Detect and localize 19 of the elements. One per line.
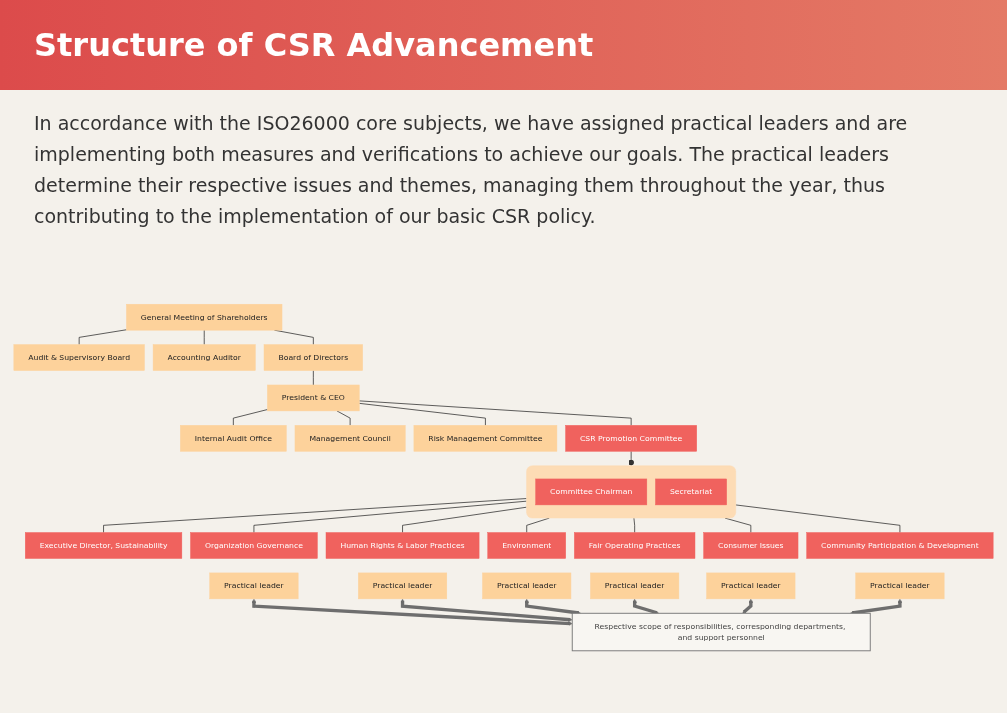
cluster xyxy=(526,465,736,519)
connector xyxy=(253,500,527,533)
connector xyxy=(103,498,527,533)
intro-paragraph: In accordance with the ISO26000 core subjects, we have assigned practical leaders and are implementing both measures and verifications to achieve our goals. The practical leaders determine their respective issues and themes, managing them throughout the year, thus contributing to the implementation of our basic CSR policy. xyxy=(34,111,909,229)
arrow xyxy=(850,598,903,615)
connector xyxy=(735,504,901,533)
connector xyxy=(312,370,314,386)
connector xyxy=(402,506,527,533)
arrow xyxy=(400,598,573,622)
arrow xyxy=(251,598,573,626)
connector xyxy=(336,410,351,426)
connector xyxy=(232,409,268,426)
page-title: Structure of CSR Advancement xyxy=(0,0,1007,90)
connector xyxy=(78,329,127,345)
arrow xyxy=(524,598,581,615)
connector xyxy=(633,517,636,533)
connector xyxy=(358,402,486,426)
arrow xyxy=(632,598,659,615)
connector xyxy=(358,400,632,426)
